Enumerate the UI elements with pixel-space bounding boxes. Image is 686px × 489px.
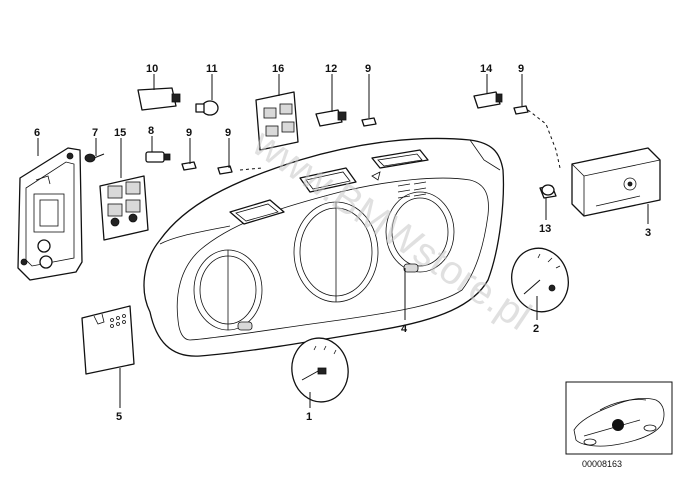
callout-16: 16 (272, 63, 284, 75)
callout-9-c: 9 (365, 63, 371, 75)
callout-8: 8 (148, 125, 154, 137)
bulb-part-9-b (217, 165, 233, 175)
bulb-socket-part-12 (315, 109, 347, 127)
callout-5: 5 (116, 411, 122, 423)
bulb-socket-part-14 (473, 91, 503, 109)
bulb-holder-part-8 (145, 151, 171, 163)
callout-11: 11 (206, 63, 218, 75)
callout-7: 7 (92, 127, 98, 139)
car-silhouette-icon (573, 398, 665, 447)
indicator-panel-part-16 (255, 91, 299, 151)
leader-lines (37, 74, 649, 408)
gauge-part-1 (291, 337, 349, 403)
cover-plate-part-5 (81, 305, 135, 375)
socket-part-10 (137, 87, 181, 111)
callout-15: 15 (114, 127, 126, 139)
callout-9-a: 9 (186, 127, 192, 139)
bulb-holder-part-13 (539, 184, 557, 199)
callout-6: 6 (34, 127, 40, 139)
location-marker-icon (612, 419, 624, 431)
callout-13: 13 (539, 223, 551, 235)
circuit-board-part-6 (17, 147, 83, 281)
screw-part-7 (84, 153, 105, 163)
callout-4: 4 (401, 323, 408, 335)
bulb-part-9-c (361, 117, 377, 127)
callout-12: 12 (325, 63, 337, 75)
callout-numbers: 6 7 15 8 9 9 10 11 16 12 9 14 9 3 13 2 4… (34, 63, 651, 423)
gauge-part-2 (511, 247, 569, 313)
callout-2: 2 (533, 323, 539, 335)
callout-1: 1 (306, 411, 312, 423)
callout-14: 14 (480, 63, 493, 75)
callout-9-b: 9 (225, 127, 231, 139)
electronic-module-part-3 (571, 147, 661, 217)
car-location-thumbnail: 00008163 (565, 381, 673, 469)
callout-10: 10 (146, 63, 158, 75)
diagram-number: 00008163 (582, 459, 622, 469)
bulb-part-9-a (181, 161, 197, 171)
connection-lines (239, 109, 561, 171)
bulb-part-9-d (513, 105, 529, 115)
switch-panel-part-15 (99, 175, 149, 241)
callout-3: 3 (645, 227, 651, 239)
instrument-cluster-housing (143, 137, 505, 357)
bulb-part-11 (195, 100, 219, 116)
callout-9-d: 9 (518, 63, 524, 75)
